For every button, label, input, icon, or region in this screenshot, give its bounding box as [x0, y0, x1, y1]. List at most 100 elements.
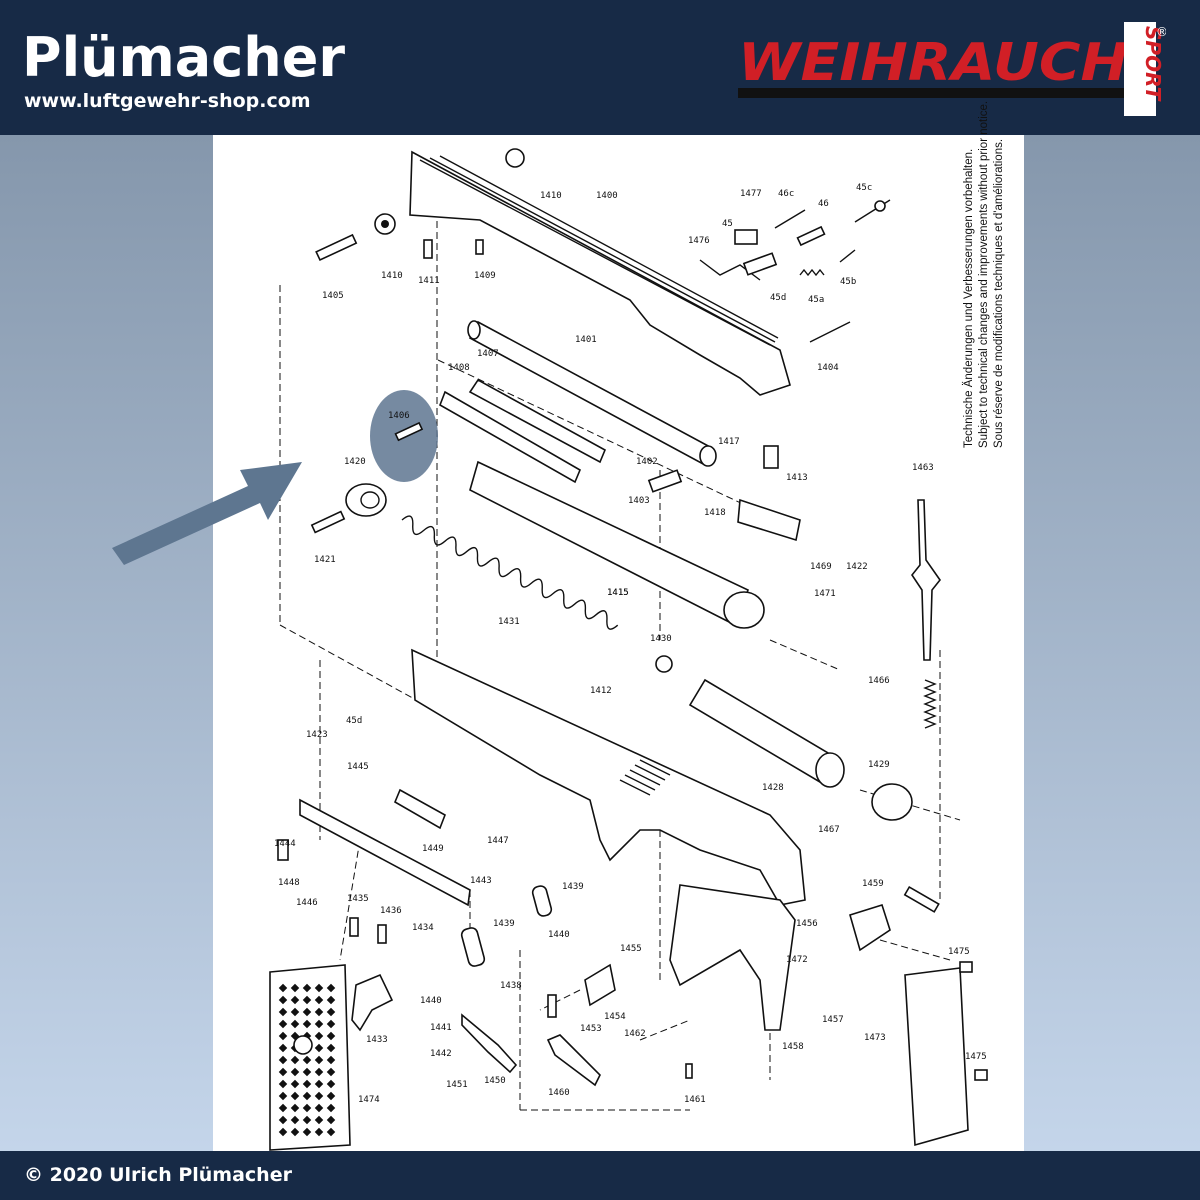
plate-1402 [647, 469, 683, 493]
checker-cell [314, 1055, 324, 1065]
part-number-label: 1460 [548, 1088, 570, 1098]
checker-cell [278, 995, 288, 1005]
part-number-label: 46c [778, 189, 794, 199]
part-number-label: 1475 [948, 947, 970, 957]
grip-checkering [278, 983, 336, 1137]
checker-cell [314, 1091, 324, 1101]
part-number-label: 1411 [418, 276, 440, 286]
spring-1461 [685, 1063, 693, 1079]
checker-cell [290, 995, 300, 1005]
spring-1431 [401, 515, 619, 630]
checker-cell [326, 1019, 336, 1029]
bushing-1429 [871, 783, 913, 821]
checker-cell [278, 1055, 288, 1065]
checker-cell [302, 1007, 312, 1017]
weihrauch-logo: WEIHRAUCH SPORT ® [738, 22, 1166, 116]
checker-cell [302, 983, 312, 993]
checker-cell [278, 1019, 288, 1029]
checker-cell [314, 1115, 324, 1125]
part-number-label: 1474 [358, 1095, 380, 1105]
shop-name[interactable]: Plümacher [22, 26, 345, 89]
checker-cell [278, 1007, 288, 1017]
part-number-label: 1423 [306, 730, 328, 740]
leader-line [437, 359, 746, 506]
lever-1439 [460, 927, 486, 967]
part-number-label: 1448 [278, 878, 300, 888]
part-number-label: 1402 [636, 457, 658, 467]
checker-cell [278, 1067, 288, 1077]
part-number-label: 1475 [965, 1052, 987, 1062]
leader-line [769, 639, 841, 671]
exploded-view-sheet [213, 135, 1024, 1151]
part-number-label: 45d [770, 293, 786, 303]
part-number-label: 45a [808, 295, 824, 305]
part-number-label: 1462 [624, 1029, 646, 1039]
checker-cell [302, 1019, 312, 1029]
checker-cell [290, 1067, 300, 1077]
site-footer [0, 1151, 1200, 1200]
part-number-label: 1421 [314, 555, 336, 565]
part-number-label: 1415 [607, 588, 629, 598]
checker-cell [326, 1091, 336, 1101]
checker-cell [314, 1067, 324, 1077]
part-number-label: 1472 [786, 955, 808, 965]
logo-registered-mark: ® [1156, 25, 1166, 39]
spring-1411 [423, 239, 433, 259]
part-number-label: 1442 [430, 1049, 452, 1059]
checker-cell [326, 1079, 336, 1089]
checker-cell [314, 1019, 324, 1029]
checker-cell [290, 983, 300, 993]
part-number-label: 1461 [684, 1095, 706, 1105]
checker-cell [314, 1079, 324, 1089]
part-number-label: 1433 [366, 1035, 388, 1045]
part-number-label: 1409 [474, 271, 496, 281]
logo-wordmark: WEIHRAUCH [738, 33, 1128, 93]
leader-line [879, 939, 951, 961]
checker-cell [326, 1055, 336, 1065]
shop-url[interactable]: www.luftgewehr-shop.com [24, 90, 311, 112]
part-number-label: 1431 [498, 617, 520, 627]
part-number-label: 1467 [818, 825, 840, 835]
checker-cell [278, 1043, 288, 1053]
hammer-1456 [849, 903, 891, 952]
part-number-label: 45d [346, 716, 362, 726]
part-number-label: 1428 [762, 783, 784, 793]
rear-sight-parts [734, 199, 891, 343]
part-number-label: 1441 [430, 1023, 452, 1033]
part-number-label: 1455 [620, 944, 642, 954]
copyright-text: © 2020 Ulrich Plümacher [24, 1164, 292, 1186]
pointer-arrow [112, 462, 302, 565]
lever-1439-b [531, 885, 553, 917]
part-number-label: 1477 [740, 189, 762, 199]
part-number-label: 1436 [380, 906, 402, 916]
checker-cell [302, 1127, 312, 1137]
checker-cell [314, 995, 324, 1005]
part-number-label: 1445 [347, 762, 369, 772]
part-number-label: 1439 [562, 882, 584, 892]
part-number-label: 1407 [477, 349, 499, 359]
part-number-label: 45c [856, 183, 872, 193]
part-number-label: 1446 [296, 898, 318, 908]
spring-1436 [377, 924, 387, 944]
checker-cell [278, 1091, 288, 1101]
part-number-label: 1451 [446, 1080, 468, 1090]
part-number-label: 1415 [607, 588, 629, 598]
checker-cell [278, 1115, 288, 1125]
part-number-label: 1417 [718, 437, 740, 447]
leader-line [639, 1019, 691, 1041]
checker-cell [326, 1127, 336, 1137]
part-number-label: 1435 [347, 894, 369, 904]
pin-1405 [315, 233, 358, 262]
checker-cell [302, 1091, 312, 1101]
part-number-label: 1454 [604, 1012, 626, 1022]
trigger-1433 [351, 973, 394, 1032]
checker-cell [278, 1031, 288, 1041]
part-number-label: 1444 [274, 839, 296, 849]
washer-1410-top [505, 148, 525, 168]
screw-1416 [763, 445, 779, 469]
grip-frame [669, 884, 796, 1031]
part-number-label: 1404 [817, 363, 839, 373]
checker-cell [278, 1127, 288, 1137]
part-number-label: 1443 [470, 876, 492, 886]
